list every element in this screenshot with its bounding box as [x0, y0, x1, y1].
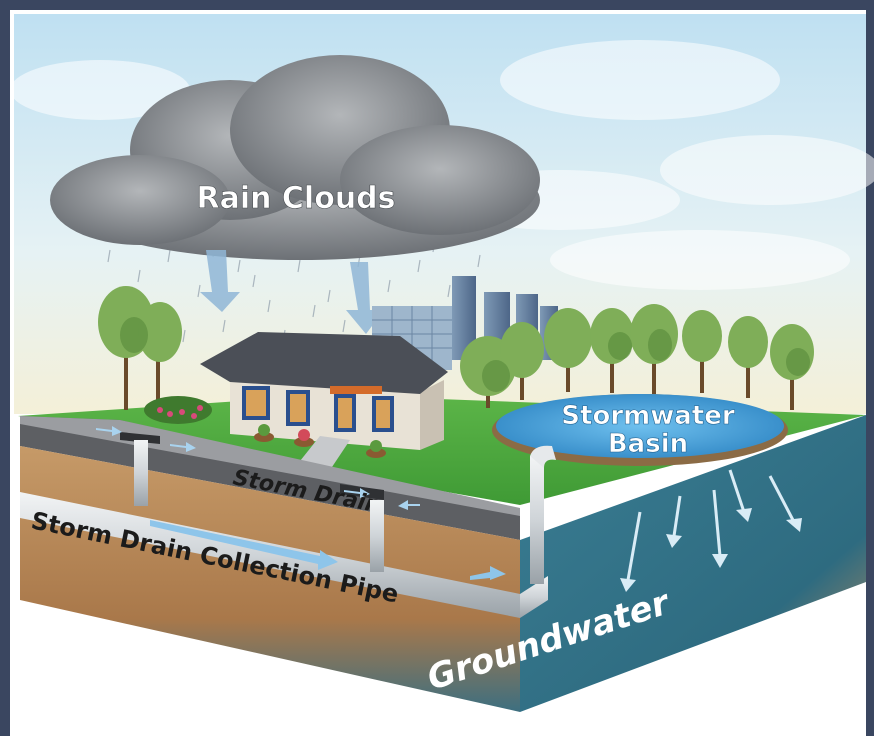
planter: [254, 424, 386, 458]
tree-icon: [98, 286, 814, 410]
flower-bed: [144, 396, 212, 424]
flow-arrow-icon: [626, 469, 796, 581]
soil-front-face: [20, 446, 520, 712]
flow-arrow-icon: [150, 520, 506, 580]
stormwater-basin-label-line1: Stormwater: [561, 401, 735, 431]
groundwater-side-face: [520, 415, 866, 712]
house-icon: [200, 332, 448, 450]
stormwater-basin-label-line2: Basin: [608, 429, 688, 459]
flow-arrow-head: [620, 508, 802, 592]
collection-pipe: [20, 440, 556, 618]
walkway: [296, 436, 350, 470]
stormwater-basin: [492, 394, 788, 466]
flow-arrow-icon: [96, 426, 420, 510]
rain-clouds-label: Rain Clouds: [196, 181, 395, 216]
rain-cloud: [50, 55, 540, 260]
